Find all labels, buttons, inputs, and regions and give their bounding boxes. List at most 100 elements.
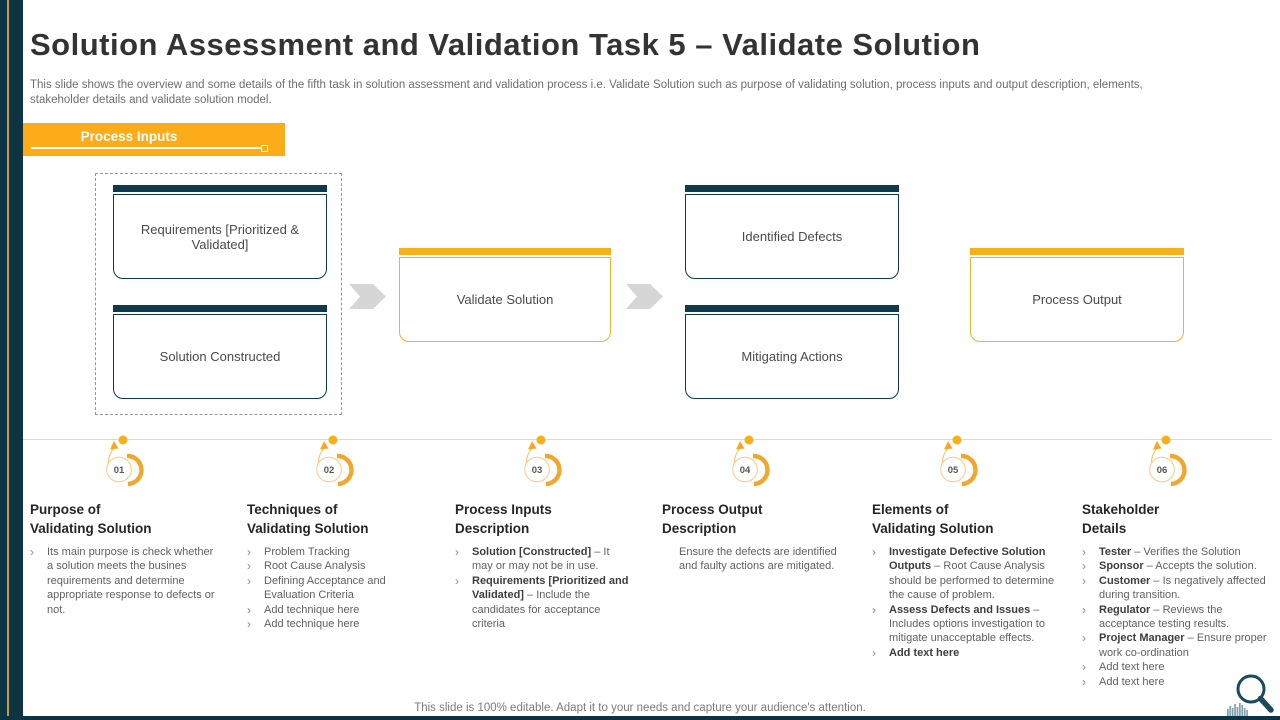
bullet-item: ›Add technique here: [247, 617, 425, 631]
bullet-item: › Root Cause Analysis: [247, 559, 425, 573]
info-column: 06 Stakeholder Details ›Tester – Verifie…: [1082, 435, 1270, 689]
banner-label: Process Inputs: [80, 129, 178, 144]
bullet-item: › Investigate Defective Solution Outputs …: [872, 545, 1056, 603]
bullet-item: › Assess Defects and Issues –Includes opt…: [872, 603, 1056, 646]
bullet-text: Assess Defects and Issues –Includes opti…: [889, 603, 1045, 645]
column-heading: Process Inputs Description: [455, 502, 552, 536]
bullet-list: ›Tester – Verifies the Solution›Sponsor …: [1082, 545, 1270, 689]
box-label: Requirements [Prioritized & Validated]: [113, 194, 327, 279]
chevron-bullet-icon: ›: [1082, 631, 1086, 646]
bullet-text: Investigate Defective Solution Outputs –…: [889, 546, 1055, 602]
bullet-list: › Investigate Defective Solution Outputs …: [872, 545, 1056, 660]
bullet-text: Add text here: [1099, 675, 1165, 688]
box-top-bar: [113, 305, 327, 312]
bullet-item: › Regulator – Reviews the acceptance test…: [1082, 603, 1270, 632]
bullet-text: Customer – Is negatively affected during…: [1099, 574, 1266, 602]
bullet-list: › Its main purpose is check whether a sol…: [30, 545, 222, 617]
box-process-output: Process Output: [970, 248, 1184, 342]
box-solution-constructed: Solution Constructed: [113, 305, 327, 399]
bullet-text: Defining Acceptance and Evaluation Crite…: [264, 574, 386, 602]
bullet-text: Its main purpose is check whether a solu…: [47, 546, 215, 616]
step-number-marker-icon: 01: [106, 435, 144, 487]
column-heading: Techniques of Validating Solution: [247, 502, 369, 536]
bullet-text: Sponsor – Accepts the solution.: [1099, 560, 1257, 573]
bullet-list: ›Ensure the defects are identified and f…: [662, 545, 840, 574]
chevron-bullet-icon: ›: [1082, 573, 1086, 588]
step-number-marker-icon: 04: [732, 435, 770, 487]
step-number: 04: [740, 465, 751, 476]
bullet-item: › Defining Acceptance and Evaluation Crit…: [247, 574, 425, 603]
chevron-bullet-icon: ›: [1082, 674, 1086, 689]
box-label: Solution Constructed: [113, 314, 327, 399]
step-number: 01: [114, 465, 125, 476]
bullet-item: ›Add text here: [1082, 660, 1270, 674]
bullet-text: Add text here: [889, 646, 960, 659]
info-column: 05 Elements of Validating Solution › Inve…: [872, 435, 1056, 660]
chevron-bullet-icon: ›: [872, 602, 876, 617]
chevron-bullet-icon: ›: [1082, 660, 1086, 675]
chevron-bullet-icon: ›: [247, 573, 251, 588]
info-column: 01 Purpose of Validating Solution › Its m…: [30, 435, 222, 617]
chevron-bullet-icon: ›: [30, 545, 34, 559]
box-requirements: Requirements [Prioritized & Validated]: [113, 185, 327, 279]
box-top-bar: [399, 248, 611, 255]
right-arrow-icon: [349, 284, 386, 309]
bullet-text: Ensure the defects are identified and fa…: [679, 546, 837, 573]
gold-accent-line: [7, 0, 9, 720]
process-inputs-banner: Process Inputs: [23, 123, 285, 156]
column-heading: Purpose of Validating Solution: [30, 502, 152, 536]
chevron-bullet-icon: ›: [1082, 559, 1086, 574]
step-number-marker-icon: 03: [524, 435, 562, 487]
bullet-list: ›Solution [Constructed] – It may or may …: [455, 545, 629, 631]
step-number-marker-icon: 05: [940, 435, 978, 487]
box-top-bar: [685, 185, 899, 192]
slide-subtitle: This slide shows the overview and some d…: [30, 79, 1143, 106]
right-arrow-icon: [626, 284, 663, 309]
bullet-text: Solution [Constructed] – It may or may n…: [472, 546, 610, 573]
bottom-edge-bar: [0, 716, 1280, 720]
bullet-item: › Add technique here: [247, 603, 425, 617]
box-label: Validate Solution: [399, 257, 611, 342]
banner-slider-square: [261, 145, 268, 152]
bullet-item: › Problem Tracking: [247, 545, 425, 559]
column-heading: Elements of Validating Solution: [872, 502, 994, 536]
bullet-item: › Sponsor – Accepts the solution.: [1082, 559, 1270, 573]
box-top-bar: [113, 185, 327, 192]
bullet-item: ›Tester – Verifies the Solution: [1082, 545, 1270, 559]
bullet-text: Problem Tracking: [264, 546, 350, 558]
box-validate-solution: Validate Solution: [399, 248, 611, 342]
step-number: 02: [324, 465, 335, 476]
bullet-text: Project Manager – Ensure proper work co-…: [1099, 632, 1267, 659]
bullet-text: Add technique here: [264, 603, 360, 616]
chevron-bullet-icon: ›: [872, 645, 876, 660]
bullet-item: › Add text here: [1082, 675, 1270, 689]
box-identified-defects: Identified Defects: [685, 185, 899, 279]
timeline-line: [23, 439, 1272, 440]
bullet-item: › Its main purpose is check whether a sol…: [30, 545, 222, 617]
page-title: Solution Assessment and Validation Task …: [30, 27, 981, 62]
chevron-bullet-icon: ›: [247, 602, 251, 617]
magnifier-chart-icon: [1227, 674, 1274, 716]
bullet-list: › Problem Tracking › Root Cause Analysis › De…: [247, 545, 425, 631]
chevron-bullet-icon: ›: [247, 545, 251, 559]
step-number-marker-icon: 02: [316, 435, 354, 487]
process-inputs-group-frame: [95, 173, 342, 415]
bullet-text: Regulator – Reviews the acceptance testi…: [1099, 603, 1230, 631]
box-label: Mitigating Actions: [685, 314, 899, 399]
info-column: 02 Techniques of Validating Solution › Pr…: [247, 435, 425, 631]
box-top-bar: [970, 248, 1184, 255]
box-top-bar: [685, 305, 899, 312]
chevron-bullet-icon: ›: [872, 545, 876, 559]
step-number: 05: [948, 465, 959, 476]
left-edge-bar: [0, 0, 23, 720]
info-column: 04 Process Output Description ›Ensure th…: [662, 435, 840, 574]
bullet-item: ›Requirements [Prioritized and Validated…: [455, 574, 629, 632]
bullet-item: › Customer – Is negatively affected durin…: [1082, 574, 1270, 603]
chevron-bullet-icon: ›: [247, 559, 251, 574]
bullet-item: ›Ensure the defects are identified and f…: [662, 545, 840, 574]
box-mitigating-actions: Mitigating Actions: [685, 305, 899, 399]
chevron-bullet-icon: ›: [247, 617, 251, 632]
chevron-bullet-icon: ›: [1082, 602, 1086, 617]
bullet-text: Root Cause Analysis: [264, 560, 366, 573]
